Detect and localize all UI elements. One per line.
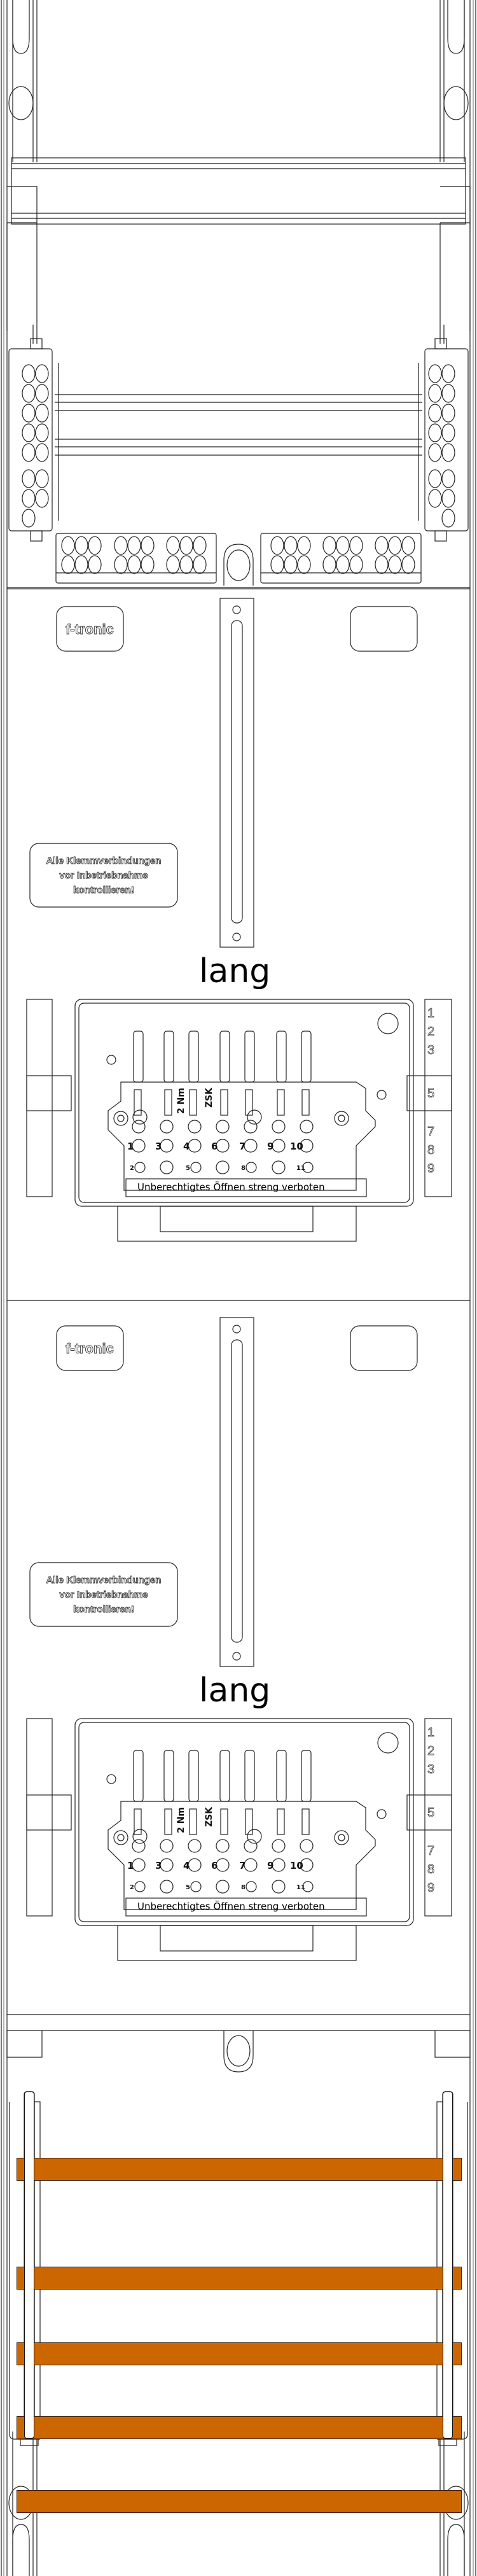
busbar-1 [17,2158,462,2181]
meter-panel-2-art [26,1317,452,1961]
terminal-block-assembly [7,338,470,588]
right-side-strip [406,999,452,1197]
top-din-rail [11,157,466,225]
slot-label: lang [199,952,271,990]
right-busbar-support [443,2092,453,2439]
cover-warning: Unberechtigtes Öffnen streng verboten [137,1901,325,1912]
left-block-holes [22,364,49,528]
cover-warning: Unberechtigtes Öffnen streng verboten [137,1181,325,1193]
left-busbar-support [24,2092,34,2439]
bottom-block-holes [61,536,415,574]
busbar-5 [17,2490,462,2513]
meter-panel-1-art [26,598,452,1242]
busbar-2 [17,2267,462,2290]
right-block-holes [428,364,455,528]
busbar-3 [17,2342,462,2365]
busbar-section-art [6,2031,471,2446]
left-side-strip [26,999,72,1197]
slot-label: lang [199,1672,271,1710]
busbar-4 [17,2416,462,2439]
